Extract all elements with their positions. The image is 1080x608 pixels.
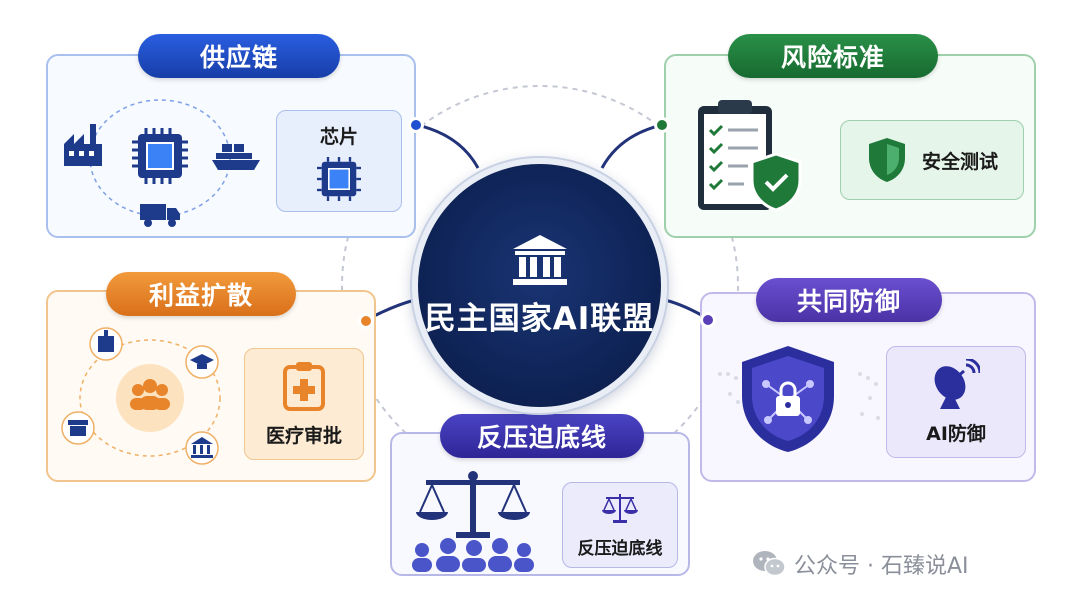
joint-defense-panel: AI防御	[700, 292, 1036, 482]
graduation-cap-icon	[190, 354, 214, 369]
justice-scale-people-icon	[412, 471, 534, 572]
chip-icon	[132, 128, 188, 184]
people-group-icon	[130, 379, 170, 410]
defense-connector-dot	[700, 312, 716, 328]
cargo-ship-icon	[212, 144, 260, 170]
chip-icon	[317, 156, 361, 201]
watermark-text: 公众号 · 石臻说AI	[794, 554, 969, 579]
chip-sub-card: 芯片	[276, 110, 402, 212]
anti-oppression-sub-label: 反压迫底线	[577, 538, 663, 559]
safety-test-sub-card: 安全测试	[840, 120, 1024, 200]
truck-icon	[140, 204, 180, 227]
government-building-icon	[191, 437, 213, 458]
supply-chain-panel: 芯片	[46, 54, 416, 238]
world-map-dots	[718, 372, 880, 420]
supply-chain-cycle-diagram	[64, 99, 260, 227]
benefit-diffusion-panel: 医疗审批	[46, 290, 376, 482]
security-shield-lock-icon	[742, 346, 834, 452]
medical-approval-sub-label: 医疗审批	[265, 424, 342, 447]
supply-chain-connector-dot	[408, 117, 424, 133]
benefit-network-diagram	[61, 327, 221, 465]
anti-oppression-sub-card: 反压迫底线	[562, 482, 678, 568]
clipboard-checklist-icon	[698, 100, 802, 212]
shield-icon	[868, 138, 905, 182]
balance-scale-icon	[602, 493, 638, 523]
safety-test-sub-label: 安全测试	[921, 150, 998, 173]
medical-approval-sub-card: 医疗审批	[244, 348, 364, 460]
wechat-icon	[753, 551, 786, 577]
joint-defense-title: 共同防御	[756, 278, 942, 322]
factory-icon	[64, 124, 102, 166]
risk-standard-connector-dot	[654, 117, 670, 133]
storefront-icon	[68, 420, 88, 436]
ai-defense-sub-label: AI防御	[926, 422, 986, 445]
bank-building-icon	[512, 235, 567, 285]
watermark: 公众号 · 石臻说AI	[752, 548, 969, 580]
medical-clipboard-icon	[283, 361, 325, 411]
chip-sub-label: 芯片	[319, 125, 358, 148]
risk-standard-panel: 安全测试	[664, 54, 1036, 238]
anti-oppression-title: 反压迫底线	[440, 414, 644, 458]
satellite-dish-icon	[934, 358, 980, 409]
benefit-connector-dot	[358, 313, 374, 329]
center-title: 民主国家AI联盟	[424, 301, 655, 337]
hospital-icon	[98, 330, 114, 352]
ai-defense-sub-card: AI防御	[886, 346, 1026, 458]
center-alliance-circle: 民主国家AI联盟	[412, 158, 667, 413]
supply-chain-title: 供应链	[138, 34, 340, 78]
risk-standard-title: 风险标准	[728, 34, 938, 78]
benefit-diffusion-title: 利益扩散	[106, 272, 296, 316]
